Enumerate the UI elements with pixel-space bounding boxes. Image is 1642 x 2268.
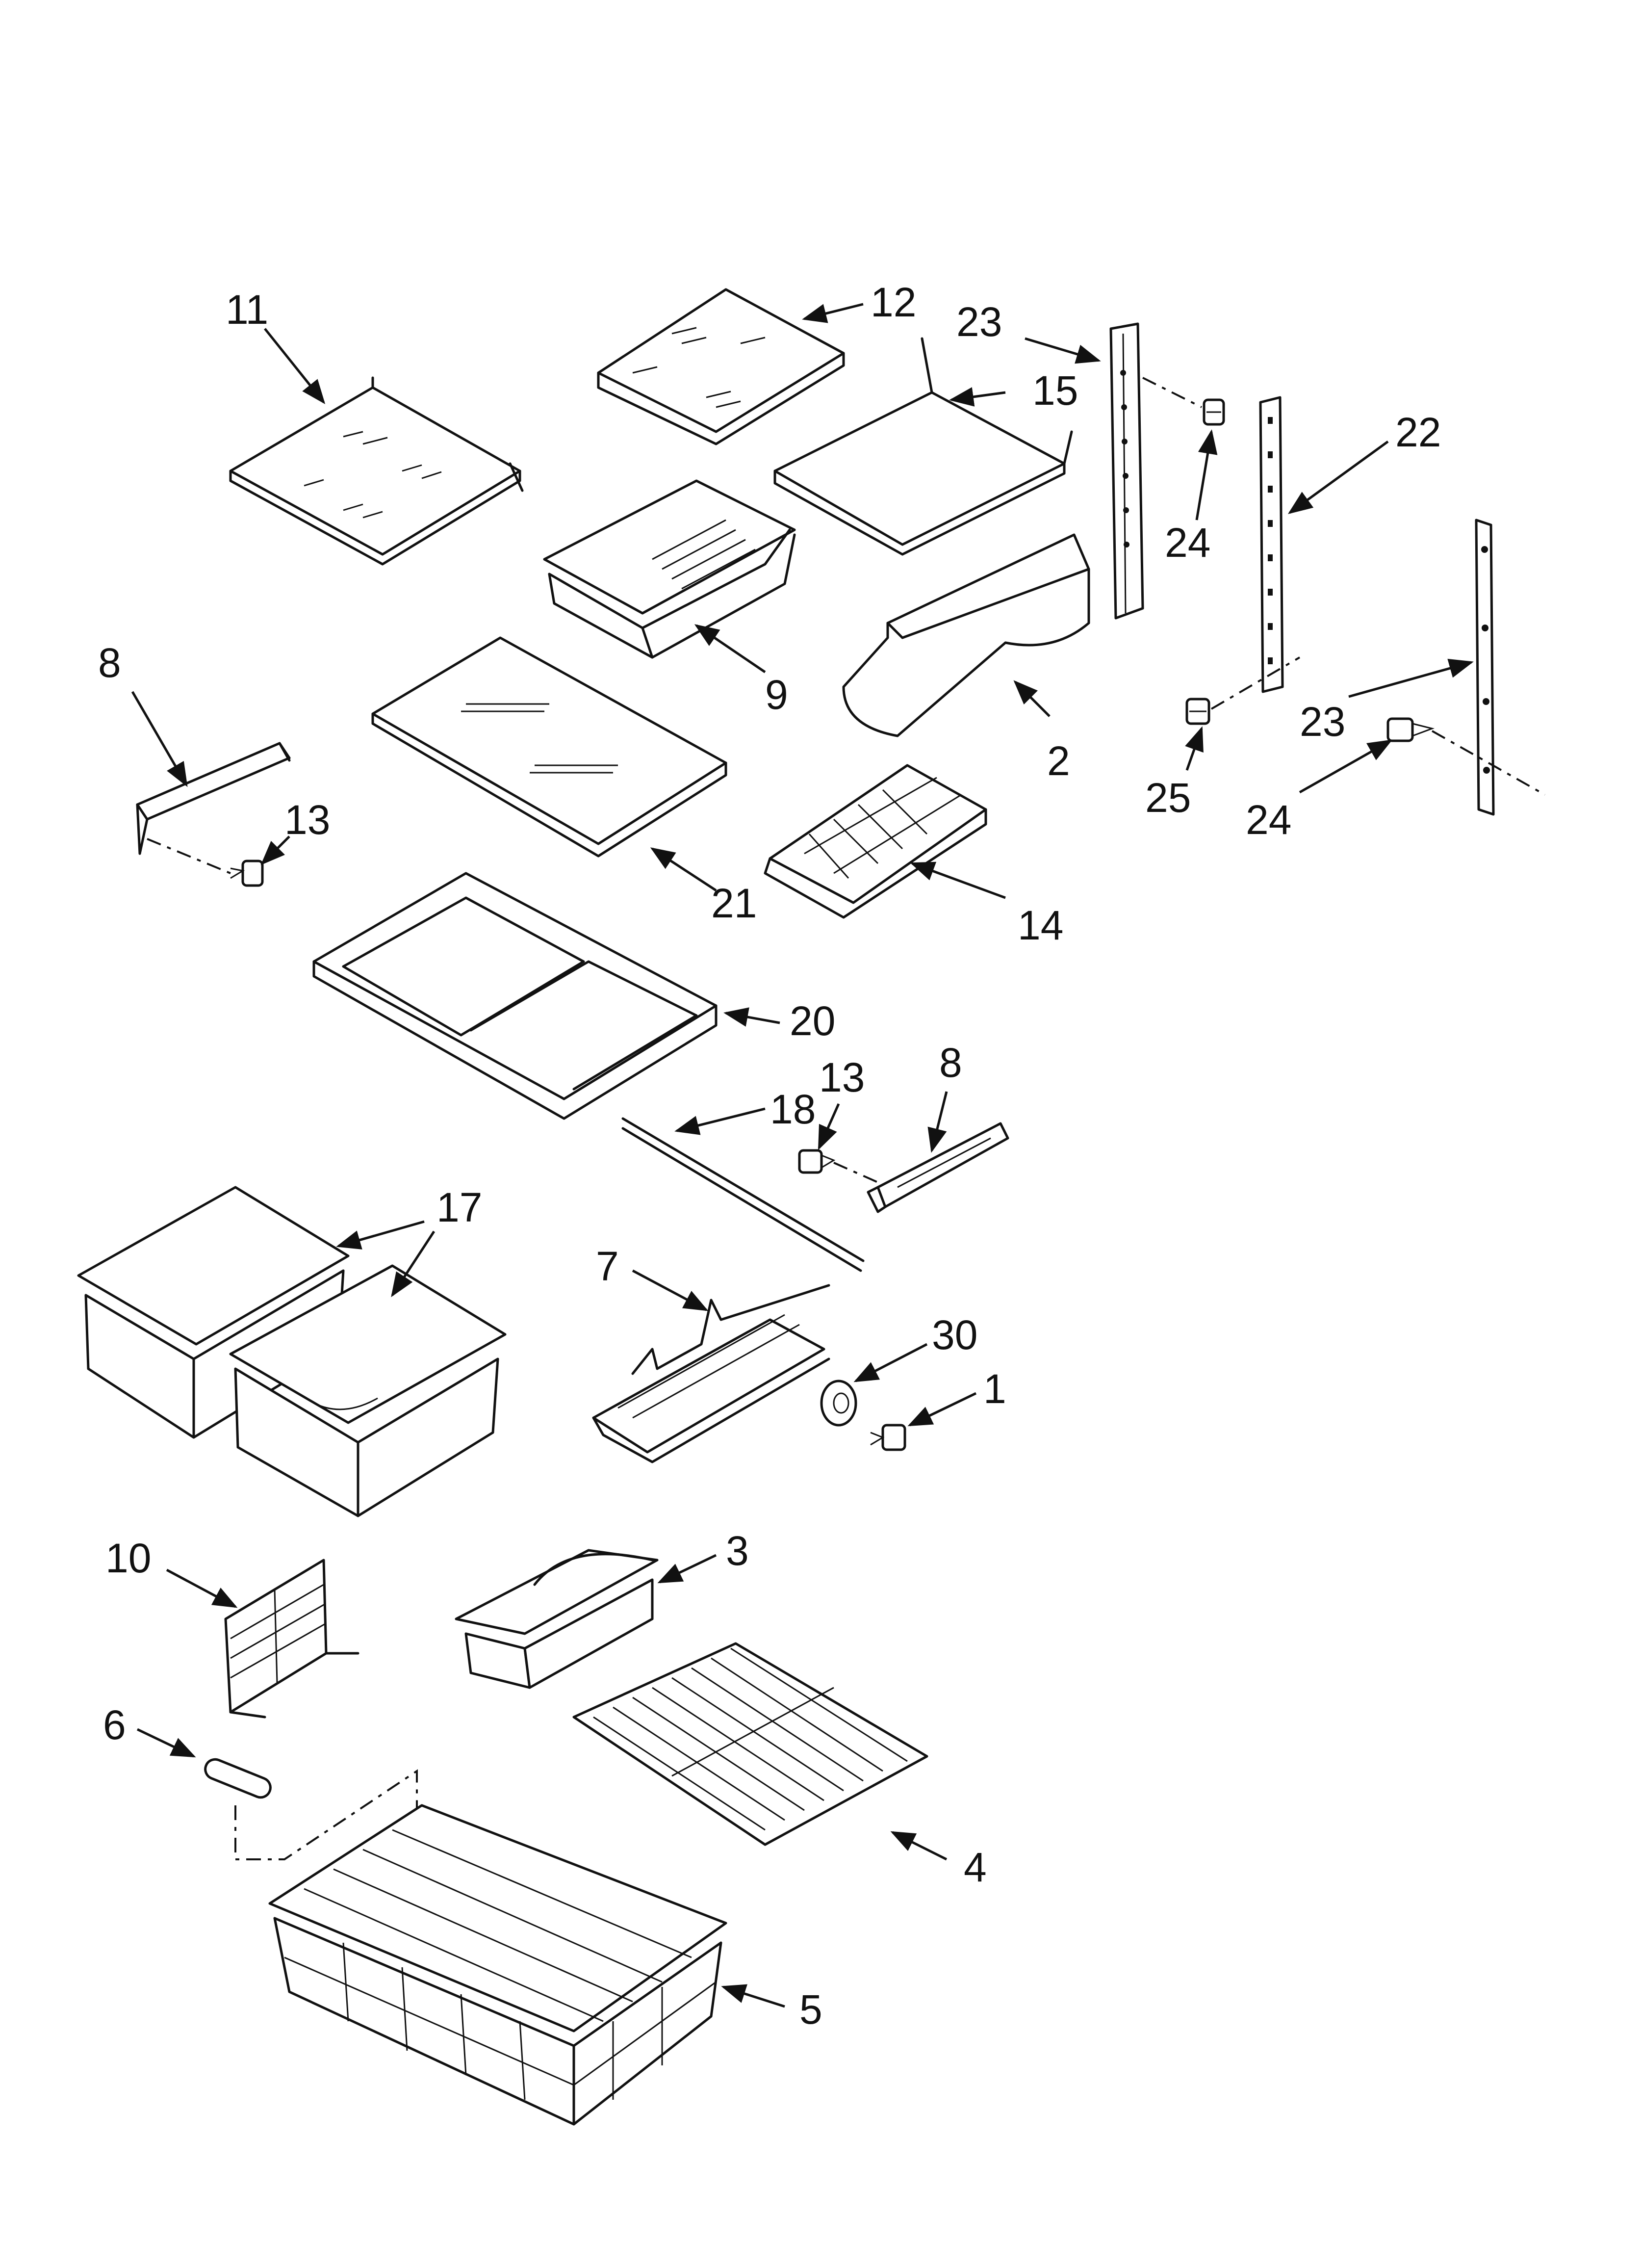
callout-24-bottom: 24	[1246, 797, 1291, 843]
leader-lines	[131, 303, 1474, 2008]
callout-13-left: 13	[284, 797, 330, 843]
callout-9: 9	[765, 672, 788, 718]
part-9-drawer	[543, 479, 796, 659]
part-24-screw-top	[1203, 398, 1225, 426]
part-13-screw-left	[230, 860, 264, 887]
part-6-stopper	[204, 1758, 272, 1799]
callout-18: 18	[770, 1086, 816, 1132]
callout-1: 1	[983, 1366, 1006, 1412]
callout-21: 21	[711, 880, 757, 926]
part-1-screw	[870, 1424, 906, 1451]
callout-4: 4	[964, 1844, 987, 1890]
callout-6: 6	[103, 1702, 126, 1748]
callout-24-top: 24	[1165, 520, 1210, 566]
part-11-shelf	[229, 376, 524, 566]
part-20-crisper-cover	[312, 872, 718, 1120]
callout-30: 30	[932, 1312, 977, 1358]
callout-15: 15	[1032, 367, 1078, 414]
part-30-bushing	[820, 1380, 857, 1427]
part-25-screw	[1185, 698, 1210, 725]
part-5-wire-basket	[268, 1804, 727, 2126]
part-13-screw-right	[798, 1149, 836, 1174]
callout-20: 20	[790, 998, 835, 1044]
callout-25: 25	[1145, 775, 1191, 821]
part-15-shelf	[773, 337, 1073, 556]
part-21-glass-shelf	[371, 636, 727, 858]
part-4-wire-shelf	[572, 1642, 928, 1846]
callout-2: 2	[1047, 738, 1070, 784]
callout-labels: 11 12 23 15 22 24 9 2 8 13 21 14 25 23 2…	[98, 279, 1441, 2033]
callout-3: 3	[726, 1528, 749, 1574]
part-22-rail-center	[1259, 396, 1284, 693]
callout-10: 10	[105, 1535, 151, 1581]
part-24-screw-bottom	[1386, 717, 1435, 742]
callout-13-right: 13	[819, 1054, 865, 1100]
callout-23-top: 23	[956, 299, 1002, 345]
part-12-shelf	[597, 288, 845, 445]
callout-12: 12	[871, 279, 916, 325]
part-8-bracket-right	[867, 1122, 1009, 1213]
callout-11: 11	[226, 287, 268, 333]
part-2-cover	[842, 533, 1090, 737]
callout-14: 14	[1018, 902, 1063, 948]
part-10-divider	[224, 1559, 359, 1719]
callout-8-right: 8	[939, 1040, 962, 1086]
part-17-crisper-drawer-right	[229, 1264, 507, 1517]
callout-22: 22	[1395, 409, 1441, 455]
part-14-ice-tray	[764, 764, 987, 919]
callout-17: 17	[436, 1184, 482, 1230]
part-23-rail-right	[1475, 519, 1495, 816]
part-18-rod	[621, 1117, 865, 1272]
callout-5: 5	[799, 1986, 822, 2033]
part-8-bracket-left	[136, 742, 291, 855]
part-7-shelf	[592, 1284, 830, 1463]
callout-23-right: 23	[1300, 699, 1345, 745]
callout-7: 7	[596, 1243, 619, 1289]
part-3-bin	[455, 1549, 659, 1689]
callout-8-left: 8	[98, 640, 121, 686]
part-23-rail-left	[1109, 322, 1144, 620]
